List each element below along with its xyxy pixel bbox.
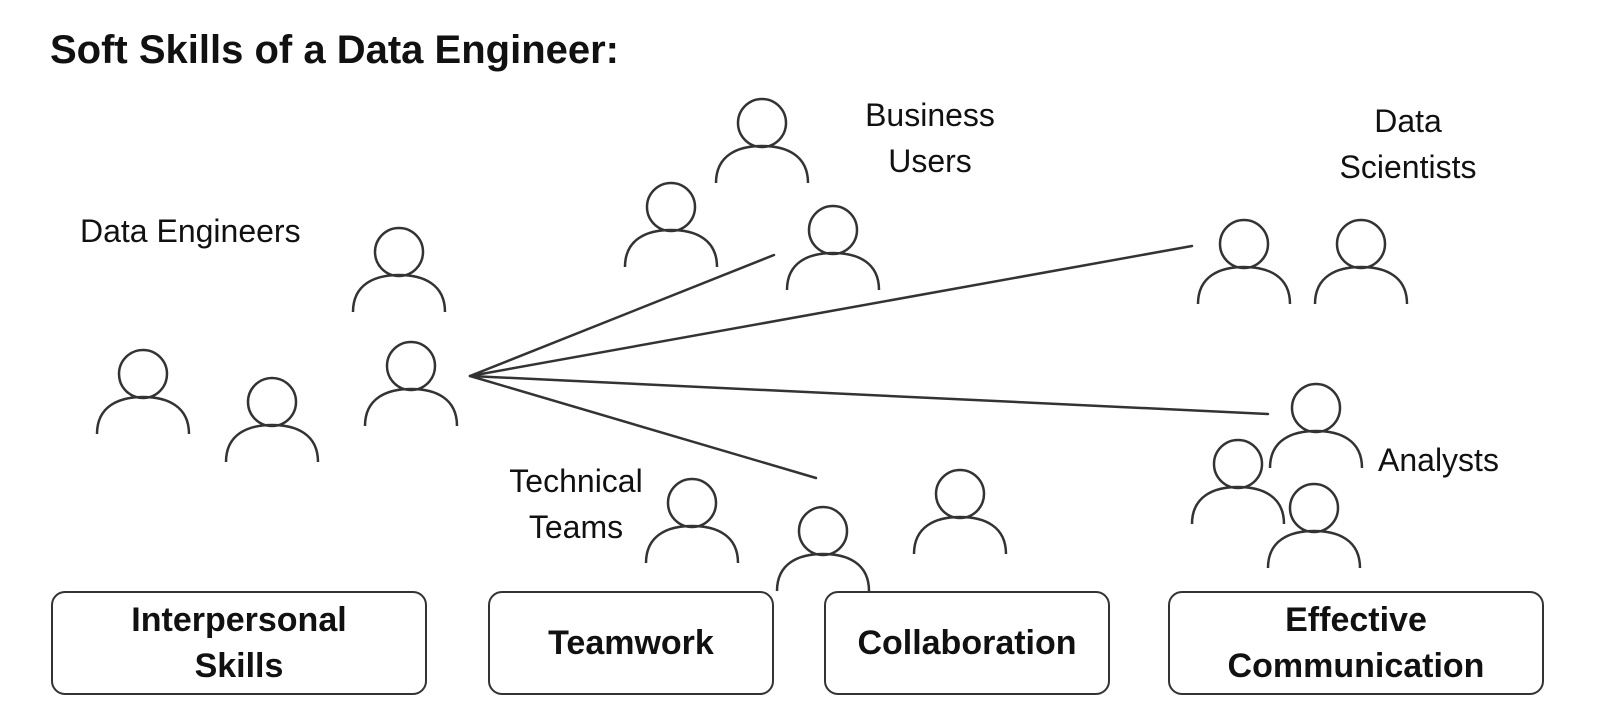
person-icon bbox=[775, 505, 871, 593]
skill-line: Skills bbox=[194, 647, 284, 685]
person-icon bbox=[623, 181, 719, 269]
person-icon bbox=[95, 348, 191, 436]
person-icon bbox=[1268, 382, 1364, 470]
label-line: Teams bbox=[528, 509, 624, 545]
skill-box-interpersonal-skills: Interpersonal Skills bbox=[51, 591, 427, 695]
person-icon bbox=[714, 97, 810, 185]
person-icon bbox=[224, 376, 320, 464]
label-analysts: Analysts bbox=[1378, 442, 1499, 478]
connector-analysts bbox=[468, 374, 1270, 416]
label-line: Data bbox=[1374, 103, 1442, 139]
label-line: Scientists bbox=[1339, 149, 1477, 185]
label-data-engineers: Data Engineers bbox=[80, 213, 301, 249]
person-icon bbox=[785, 204, 881, 292]
person-icon bbox=[1313, 218, 1409, 306]
person-icon bbox=[1190, 438, 1286, 526]
connector-data-scientists bbox=[468, 244, 1194, 378]
skill-line: Collaboration bbox=[857, 624, 1077, 662]
person-icon bbox=[912, 468, 1008, 556]
label-line: Technical bbox=[509, 463, 643, 499]
person-icon bbox=[363, 340, 459, 428]
connector-technical-teams bbox=[468, 374, 818, 480]
skill-line: Teamwork bbox=[548, 624, 714, 662]
label-business-users: Business Users bbox=[845, 92, 1015, 184]
label-technical-teams: Technical Teams bbox=[486, 458, 666, 550]
person-icon bbox=[1266, 482, 1362, 570]
page-title: Soft Skills of a Data Engineer: bbox=[50, 28, 620, 72]
label-data-scientists: Data Scientists bbox=[1318, 98, 1498, 190]
skill-line: Effective bbox=[1285, 601, 1427, 639]
skill-line: Interpersonal bbox=[131, 601, 347, 639]
connector-business-users bbox=[468, 253, 776, 378]
skill-box-effective-communication: Effective Communication bbox=[1168, 591, 1544, 695]
label-line: Business bbox=[865, 97, 995, 133]
skill-line: Communication bbox=[1227, 647, 1485, 685]
skill-box-collaboration: Collaboration bbox=[824, 591, 1110, 695]
skill-box-teamwork: Teamwork bbox=[488, 591, 774, 695]
label-line: Users bbox=[888, 143, 972, 179]
person-icon bbox=[1196, 218, 1292, 306]
person-icon bbox=[351, 226, 447, 314]
